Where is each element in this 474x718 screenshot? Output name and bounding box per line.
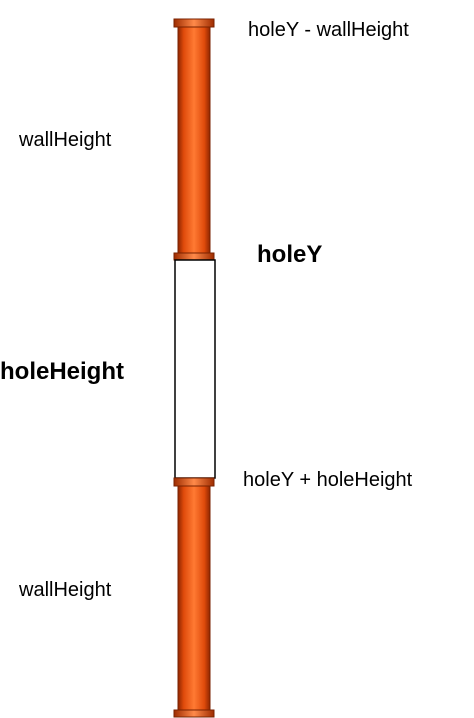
bottom-wall-body (177, 485, 211, 711)
label-hole-y: holeY (257, 241, 323, 268)
label-top-offset: holeY - wallHeight (248, 19, 409, 41)
bottom-wall-cap-top (173, 477, 215, 487)
top-wall-body (177, 26, 211, 254)
top-wall (173, 18, 215, 261)
label-bottom-offset: holeY + holeHeight (243, 469, 413, 491)
hole-rect (174, 259, 216, 479)
bottom-wall-cap-bottom (173, 709, 215, 718)
top-wall-cap-bottom (173, 252, 215, 261)
label-bottom-wall-height: wallHeight (19, 579, 112, 601)
bottom-wall (173, 477, 215, 718)
top-wall-cap-top (173, 18, 215, 28)
label-top-wall-height: wallHeight (19, 129, 112, 151)
label-hole-height: holeHeight (0, 358, 124, 385)
